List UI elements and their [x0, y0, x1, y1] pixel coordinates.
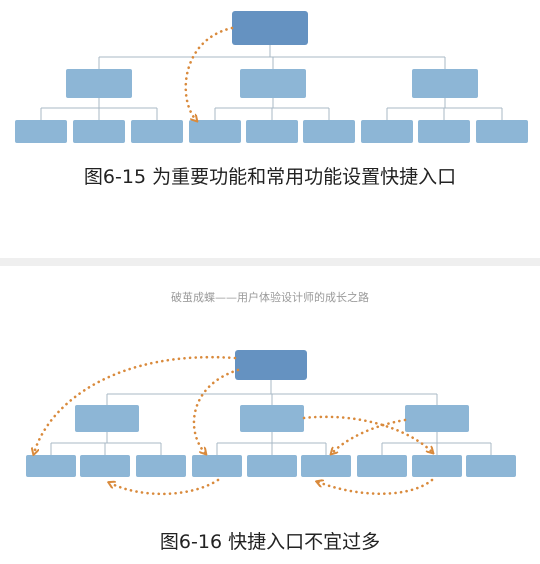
shortcut-arrow-middle-to-right: [302, 415, 432, 452]
level2-node-2-1: [189, 120, 241, 143]
level2-node-3-2: [418, 120, 470, 143]
level1-node-2: [240, 69, 306, 98]
level1-node-1: [75, 405, 139, 432]
level2-node-1-2: [73, 120, 125, 143]
level2-node-1-3: [136, 455, 186, 477]
figure-caption-6-15: 图6-15 为重要功能和常用功能设置快捷入口: [83, 166, 457, 188]
level2-node-2-2: [246, 120, 298, 143]
level2-node-3-2: [412, 455, 462, 477]
running-header: 破茧成蝶——用户体验设计师的成长之路: [171, 291, 369, 304]
level2-node-3-3: [476, 120, 528, 143]
level2-node-3-1: [361, 120, 413, 143]
shortcut-arrow-bottom-right: [318, 478, 434, 496]
level2-node-1-2: [80, 455, 130, 477]
level2-node-2-3: [303, 120, 355, 143]
level2-node-2-3: [301, 455, 351, 477]
level2-node-1-1: [26, 455, 76, 477]
org-chart-fig-6-16: [26, 350, 516, 496]
level2-node-3-1: [357, 455, 407, 477]
level1-node-3: [405, 405, 469, 432]
shortcut-arrow-right-to-middle: [332, 418, 407, 453]
level2-node-2-1: [192, 455, 242, 477]
root-node: [235, 350, 307, 380]
figure-caption-6-16: 图6-16 快捷入口不宜过多: [159, 531, 381, 553]
shortcut-arrow-1: [184, 26, 234, 120]
section-divider: [0, 258, 540, 266]
level1-node-2: [240, 405, 304, 432]
level2-node-1-3: [131, 120, 183, 143]
level1-node-3: [412, 69, 478, 98]
root-node: [232, 11, 308, 45]
level2-node-3-3: [466, 455, 516, 477]
level2-node-2-2: [247, 455, 297, 477]
shortcut-arrow-root-to-middle: [192, 368, 240, 453]
level1-node-1: [66, 69, 132, 98]
level2-node-1-1: [15, 120, 67, 143]
shortcut-arrow-bottom-left: [110, 478, 220, 496]
org-chart-fig-6-15: [15, 11, 528, 143]
